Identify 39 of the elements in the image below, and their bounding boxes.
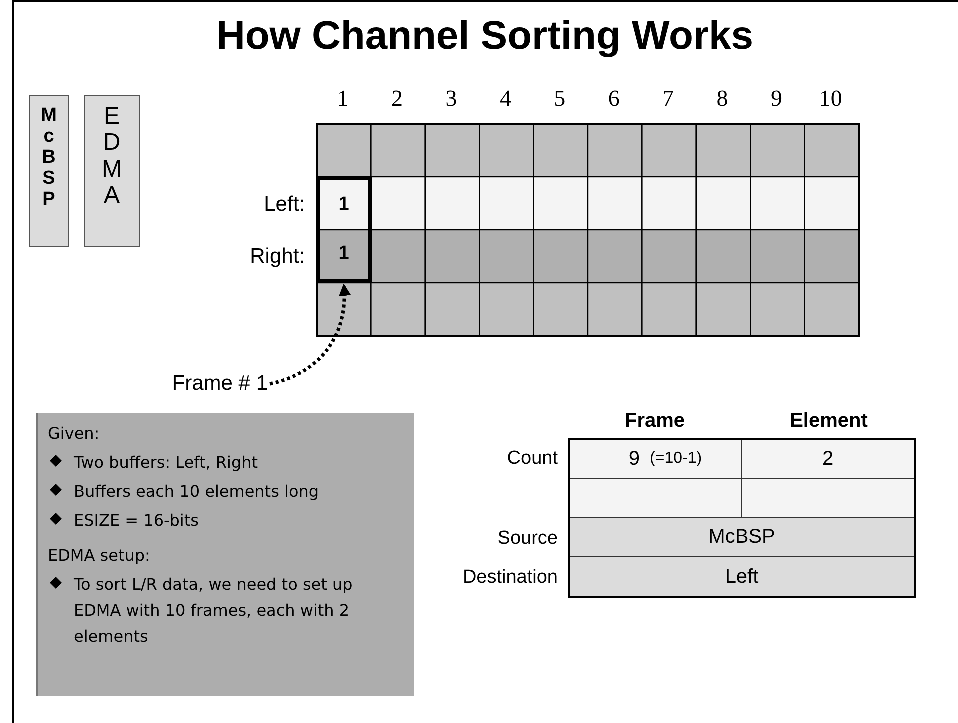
frame-label: Frame # 1 xyxy=(140,368,268,400)
row-label: Count xyxy=(506,447,558,471)
row-label: Left: xyxy=(264,192,305,218)
cell-note: (=10-1) xyxy=(650,449,702,469)
bullet-text: Two buffers: Left, Right xyxy=(74,452,258,474)
vertical-box xyxy=(29,95,69,247)
bullet-text: ESIZE = 16-bits xyxy=(74,510,199,532)
dotted-arrow xyxy=(270,284,351,386)
vertical-label: EDMA xyxy=(101,104,123,212)
column-number: 10 xyxy=(818,85,844,113)
column-number: 1 xyxy=(336,85,350,113)
column-number: 6 xyxy=(607,85,621,113)
bullet-text: To sort L/R data, we need to set up EDMA with 10 frames, each with 2 elements xyxy=(74,574,354,648)
bullet-text: Buffers each 10 elements long xyxy=(74,481,320,503)
column-number: 3 xyxy=(444,85,458,113)
row-label: Destination xyxy=(462,566,558,590)
table-cell: Left xyxy=(570,557,914,596)
vertical-box xyxy=(84,95,140,247)
cell-value: 9 xyxy=(628,447,640,472)
table-cell: McBSP xyxy=(570,518,914,557)
sample-number: 1 xyxy=(338,192,350,216)
column-number: 2 xyxy=(390,85,404,113)
column-number: 5 xyxy=(553,85,567,113)
info-panel xyxy=(36,413,414,696)
sample-number: 1 xyxy=(338,242,350,266)
table-cell: 2 xyxy=(742,440,914,479)
column-header: Element xyxy=(789,409,869,434)
title: How Channel Sorting Works xyxy=(215,13,755,60)
column-number: 8 xyxy=(716,85,730,113)
panel-heading: Given: xyxy=(48,423,101,445)
column-number: 4 xyxy=(498,85,512,113)
vertical-label: McBSP xyxy=(40,106,58,212)
column-number: 7 xyxy=(662,85,676,113)
panel-heading: EDMA setup: xyxy=(48,545,152,567)
frame-highlight-box xyxy=(316,176,372,283)
column-number: 9 xyxy=(770,85,784,113)
row-label: Right: xyxy=(250,244,305,270)
column-header: Frame xyxy=(624,409,686,434)
row-label: Source xyxy=(496,527,558,551)
